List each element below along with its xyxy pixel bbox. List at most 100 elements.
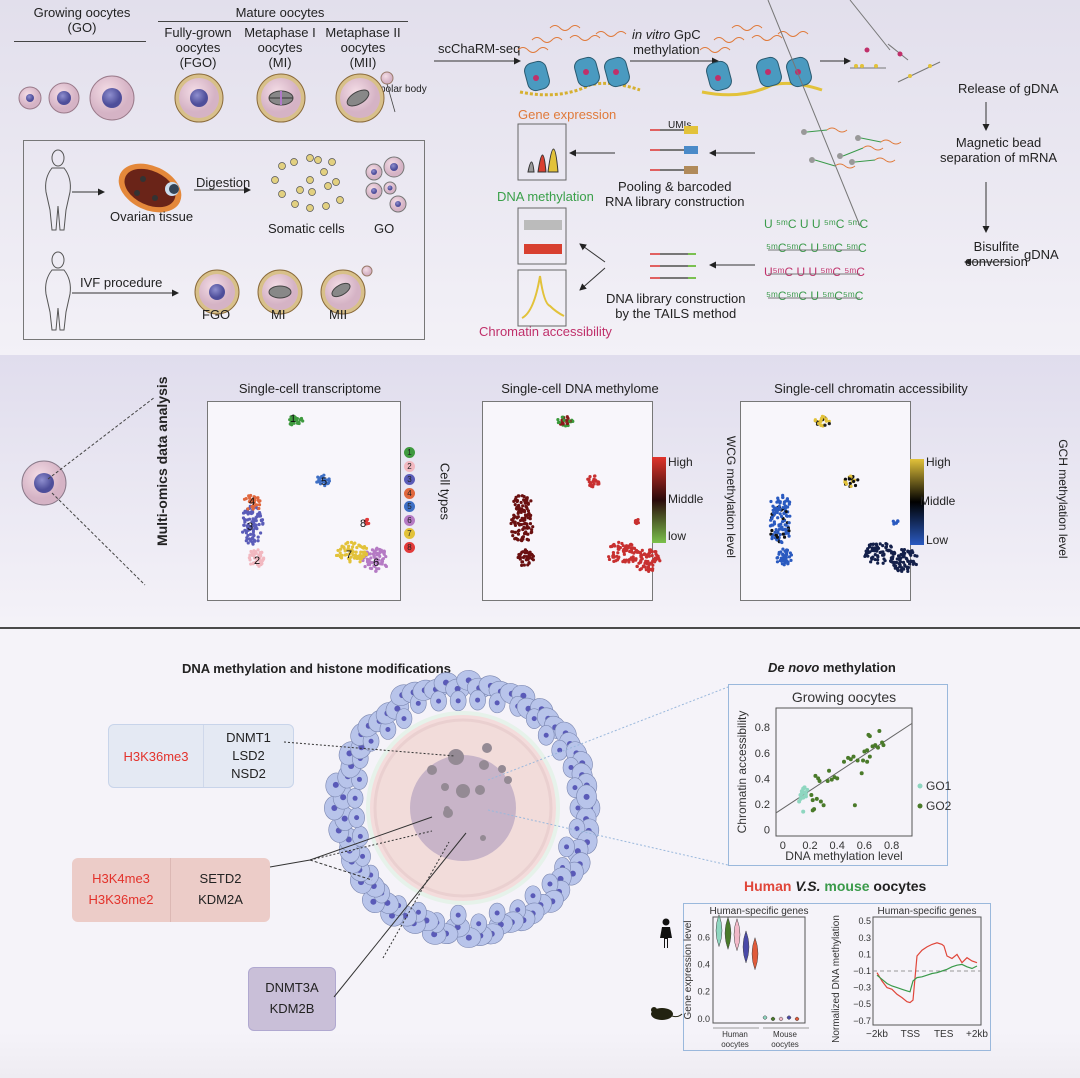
methylome-point — [612, 559, 616, 563]
section-divider — [0, 627, 1080, 629]
violin-shape — [724, 916, 732, 951]
profile-ytick: −0.5 — [853, 999, 871, 1009]
cell-type-legend-item: 1 — [404, 447, 415, 458]
accessibility-title: Single-cell chromatin accessibility — [774, 381, 968, 396]
woman-silhouette-icon-2 — [45, 251, 71, 331]
scatter-ylabel: Chromatin accessibility — [735, 711, 749, 834]
methylome-point — [648, 548, 653, 552]
transcriptome-point — [334, 553, 339, 558]
transcriptome-point — [373, 564, 377, 569]
accessibility-point — [843, 480, 847, 484]
fgo-icon — [174, 73, 224, 123]
ovarian-tissue-icon — [118, 163, 182, 213]
methylome-point — [562, 418, 566, 422]
transcriptome-point — [297, 420, 301, 424]
granulosa-nucleus — [575, 805, 581, 811]
go-large-icon — [89, 75, 135, 121]
accessibility-point — [770, 537, 774, 541]
granulosa-nucleus — [531, 716, 537, 722]
scatter-point-go2 — [817, 778, 822, 783]
scatter-point-go2 — [809, 793, 814, 798]
methylome-point — [530, 528, 534, 532]
accessibility-point — [911, 559, 915, 563]
transcriptome-point — [252, 549, 256, 553]
violin-shape — [751, 936, 759, 971]
scatter-ytick: 0.2 — [755, 799, 770, 811]
accessibility-point — [784, 553, 788, 558]
methylome-point — [521, 504, 525, 508]
transcriptome-point — [348, 560, 352, 564]
profile-ytick: −0.3 — [853, 983, 871, 993]
transcriptome-point — [251, 528, 256, 532]
accessibility-point — [784, 510, 788, 514]
accessibility-point — [866, 547, 870, 551]
transcriptome-point — [375, 567, 379, 571]
accessibility-point — [779, 559, 784, 563]
methylome-point — [515, 516, 519, 520]
violin-group-label: Mouse — [773, 1030, 798, 1039]
transcriptome-point — [245, 537, 249, 541]
accessibility-point — [773, 506, 777, 510]
accessibility-point — [778, 500, 782, 504]
cluster-label: 7 — [346, 549, 352, 561]
granulosa-nucleus — [352, 795, 358, 801]
accessibility-point — [773, 530, 777, 534]
methylome-point — [529, 530, 533, 535]
granulosa-nucleus — [415, 700, 421, 706]
mature-underline — [158, 21, 408, 22]
transcriptome-point — [256, 498, 260, 502]
gch-low: Low — [926, 533, 949, 547]
accessibility-point — [889, 545, 893, 549]
methylome-point — [590, 484, 594, 488]
transcriptome-point — [373, 556, 377, 560]
profile-ytick: 0.1 — [858, 949, 871, 959]
gch-title: GCH methylation level — [1055, 439, 1070, 559]
accessibility-point — [864, 553, 868, 558]
accessibility-point — [900, 566, 904, 570]
violin-ytick: 0.2 — [697, 987, 710, 997]
granulosa-nucleus — [543, 732, 549, 738]
scatter-point-go2 — [842, 759, 846, 764]
chromatin-granule — [448, 749, 464, 765]
pooling-label: Pooling & barcoded RNA library construct… — [605, 179, 745, 209]
scatter-point-go2 — [855, 758, 860, 763]
methylome-point — [631, 546, 635, 550]
cluster-label: 3 — [247, 521, 253, 533]
gch-colorbar — [910, 459, 924, 545]
methylome-point — [623, 560, 627, 564]
transcriptome-point — [382, 549, 386, 553]
methylome-point — [520, 560, 525, 564]
profile-xtick: TSS — [901, 1029, 921, 1040]
transcriptome-point — [249, 525, 253, 529]
scatter-ytick: 0.6 — [755, 748, 770, 760]
scatter-point-go1 — [799, 791, 804, 796]
methylome-point — [630, 557, 634, 562]
accessibility-point — [788, 551, 792, 555]
transcriptome-point — [241, 530, 245, 534]
accessibility-point — [856, 478, 860, 482]
accessibility-point — [819, 423, 823, 428]
granulosa-nucleus — [515, 907, 521, 913]
transcriptome-point — [377, 558, 381, 562]
methylome-point — [635, 564, 639, 569]
accessibility-point — [891, 519, 895, 523]
connector-line — [309, 830, 433, 861]
transcriptome-point — [261, 558, 265, 563]
transcriptome-point — [368, 566, 373, 570]
accessibility-point — [770, 528, 774, 533]
transcriptome-point — [256, 496, 260, 500]
species-frame — [683, 903, 991, 1051]
umi-library-icon — [650, 126, 698, 174]
transcriptome-point — [289, 415, 293, 419]
methylome-point — [641, 564, 645, 568]
accessibility-point — [769, 532, 773, 536]
transcriptome-point — [354, 550, 358, 554]
transcriptome-point — [255, 526, 259, 531]
accessibility-point — [878, 542, 882, 546]
methylome-point — [521, 527, 525, 532]
methylome-point — [526, 512, 530, 516]
transcriptome-title: Single-cell transcriptome — [238, 381, 382, 396]
transcriptome-point — [289, 421, 294, 426]
accessibility-point — [781, 495, 785, 499]
umis-label: UMIs — [668, 120, 692, 131]
